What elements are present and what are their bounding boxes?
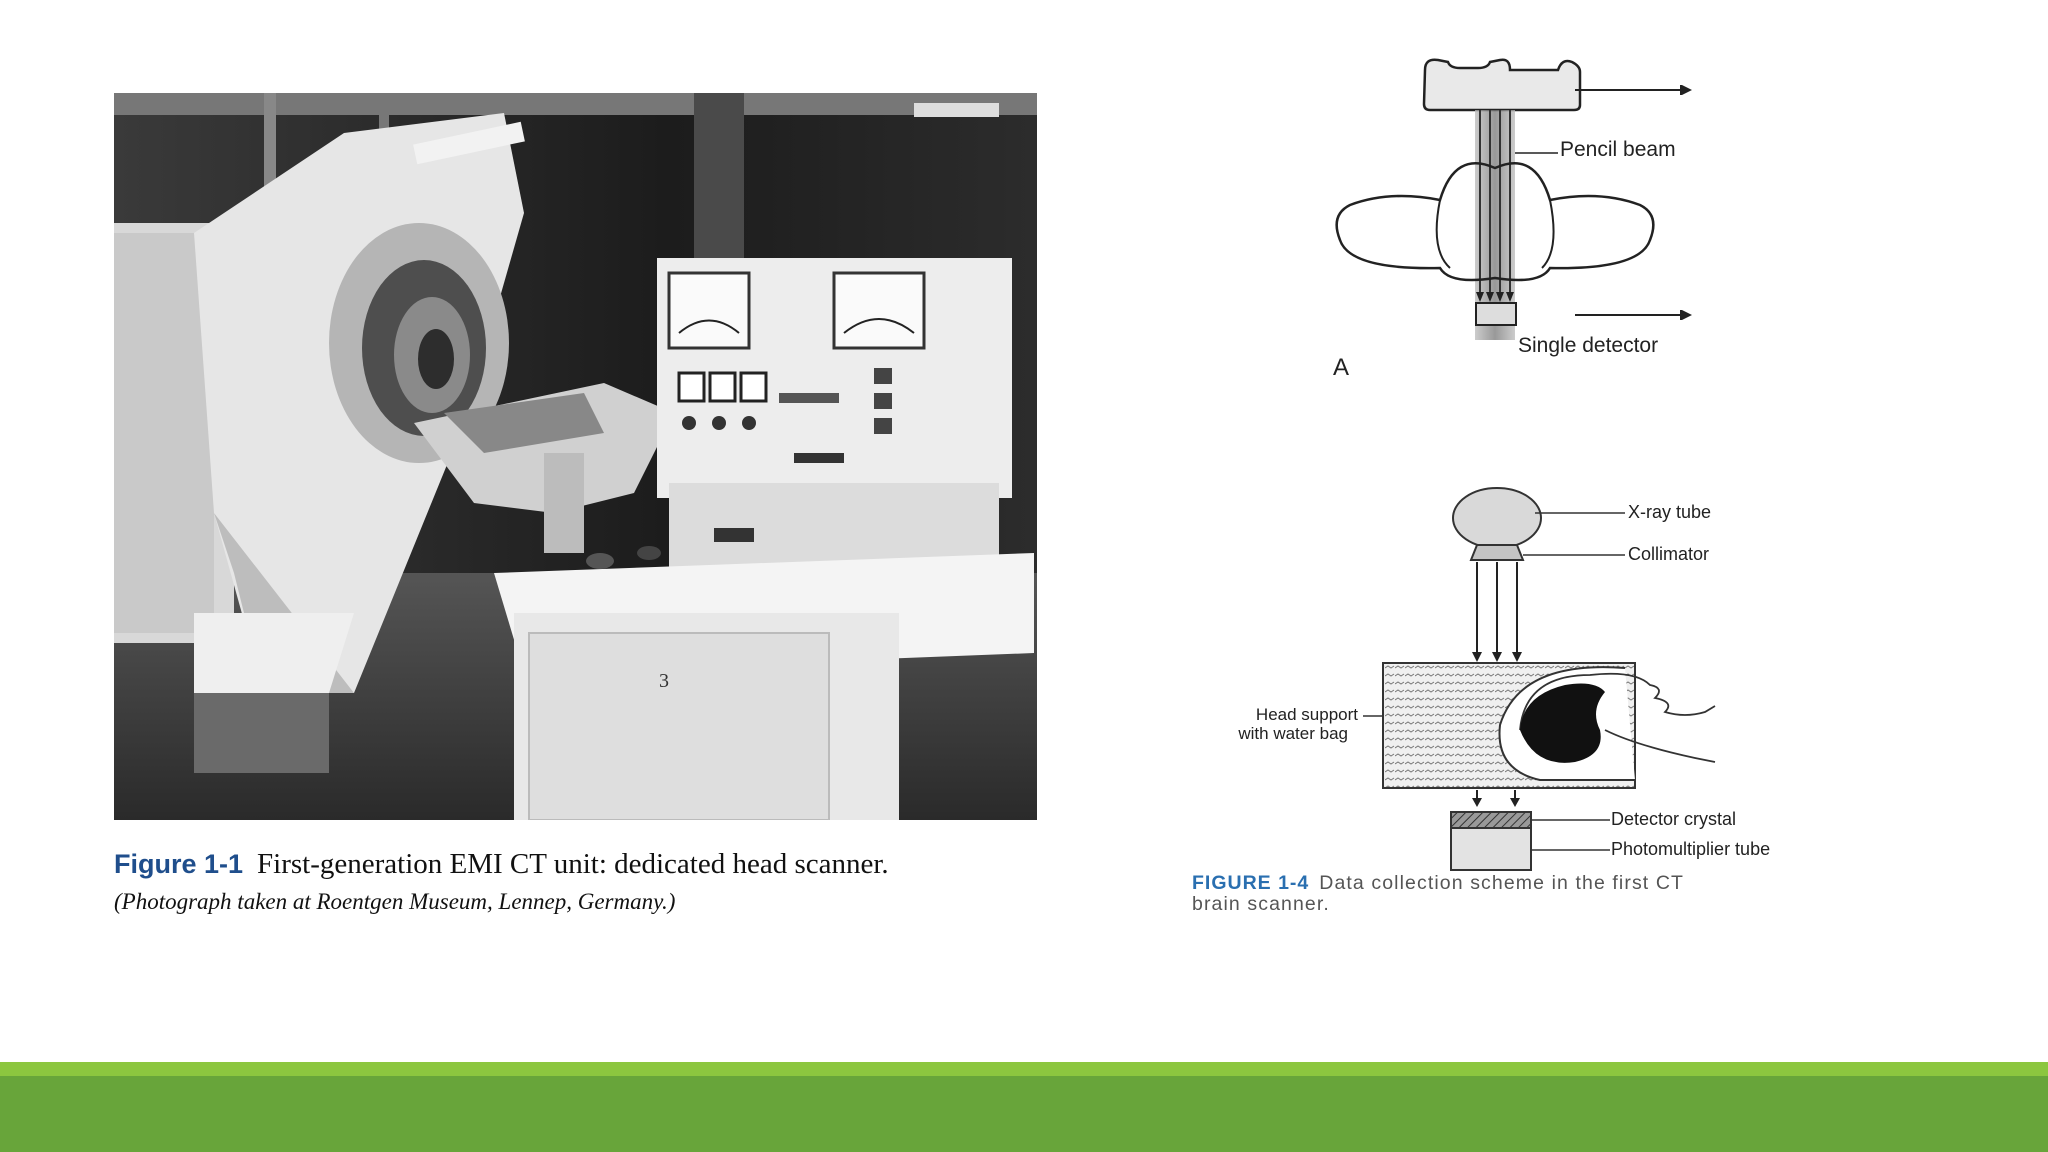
- single-detector-label: Single detector: [1518, 334, 1659, 357]
- head-support-label: Head support: [1255, 705, 1358, 724]
- photo-number: 3: [659, 670, 669, 692]
- pencil-beam-label: Pencil beam: [1560, 138, 1676, 161]
- caption-line: Figure 1-1 First-generation EMI CT unit: …: [114, 846, 1054, 882]
- detector-crystal-label: Detector crystal: [1611, 809, 1737, 829]
- caption-line-1: FIGURE 1-4 Data collection scheme in the …: [1192, 873, 1852, 894]
- pencil-beam-diagram: Pencil beam Single detector A: [1310, 40, 1770, 400]
- caption-line-2: brain scanner.: [1192, 893, 1330, 915]
- figure-1-1-caption: Figure 1-1 First-generation EMI CT unit: …: [114, 846, 1054, 918]
- photo-credit: (Photograph taken at Roentgen Museum, Le…: [114, 889, 676, 914]
- water-bag-label: with water bag: [1238, 724, 1348, 743]
- photomultiplier-label: Photomultiplier tube: [1611, 839, 1771, 859]
- footer-band: [0, 1076, 2048, 1152]
- panel-letter: A: [1333, 354, 1350, 381]
- xray-tube-label: X-ray tube: [1628, 502, 1712, 522]
- caption-text: Data collection scheme in the first CT: [1319, 872, 1685, 894]
- footer-band-accent: [0, 1062, 2048, 1076]
- figure-label: FIGURE 1-4: [1192, 872, 1310, 894]
- collimator-label: Collimator: [1628, 544, 1710, 564]
- caption-text: First-generation EMI CT unit: dedicated …: [257, 848, 889, 880]
- data-collection-diagram: X-ray tube Collimator Head support with …: [1195, 480, 1875, 880]
- figure-1-4-caption: FIGURE 1-4 Data collection scheme in the …: [1192, 873, 1852, 915]
- ct-scanner-photo: 3: [114, 93, 1037, 820]
- figure-label: Figure 1-1: [114, 849, 244, 879]
